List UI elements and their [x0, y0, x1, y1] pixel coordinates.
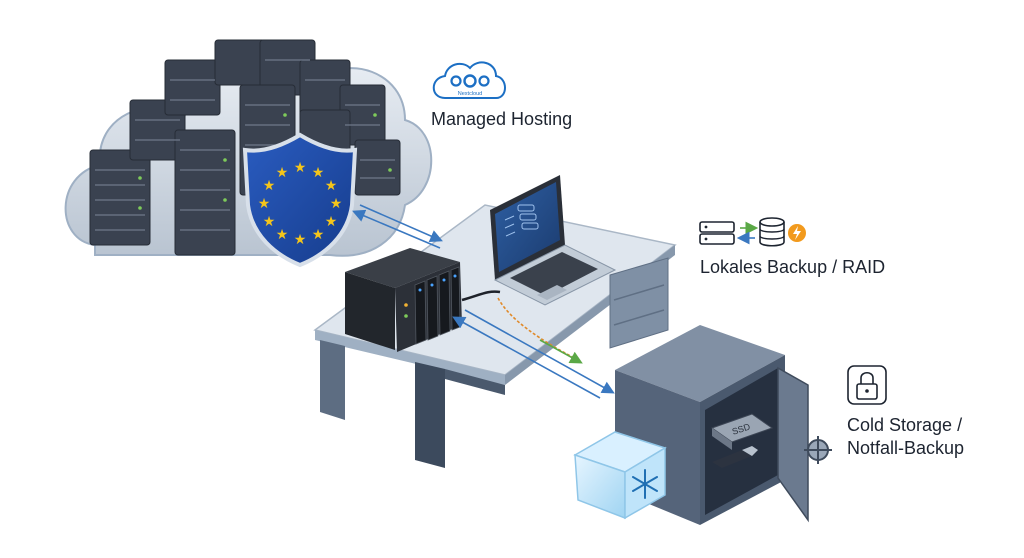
- svg-text:★: ★: [258, 196, 271, 212]
- svg-text:★: ★: [325, 214, 338, 230]
- local-backup-label: Lokales Backup / RAID: [700, 257, 886, 277]
- svg-text:★: ★: [330, 196, 343, 212]
- cold-storage-label-line2: Notfall-Backup: [847, 438, 965, 458]
- svg-text:★: ★: [263, 178, 276, 194]
- laptop-icon: [490, 175, 617, 306]
- server-cloud-icon: [64, 39, 433, 257]
- sync-arrows: [352, 204, 615, 399]
- nextcloud-logo: Nextcloud: [432, 61, 506, 99]
- eu-shield-icon: ★★★ ★★★ ★★★ ★★★: [242, 132, 358, 268]
- server-sync-icon: [699, 217, 806, 247]
- padlock-icon: [847, 365, 887, 405]
- svg-text:★: ★: [312, 165, 325, 181]
- svg-text:★: ★: [276, 165, 289, 181]
- ice-cube-icon: [573, 431, 667, 520]
- svg-text:★: ★: [276, 227, 289, 243]
- safe-icon: SSD: [615, 325, 832, 525]
- svg-text:★: ★: [294, 160, 307, 176]
- nextcloud-logo-text: Nextcloud: [458, 91, 482, 97]
- cold-storage-label-line1: Cold Storage /: [847, 415, 963, 435]
- svg-text:★: ★: [325, 178, 338, 194]
- svg-text:★: ★: [312, 227, 325, 243]
- nas-icon: [345, 248, 501, 352]
- svg-text:★: ★: [263, 214, 276, 230]
- managed-hosting-label: Managed Hosting: [431, 109, 573, 129]
- svg-text:★: ★: [294, 232, 307, 248]
